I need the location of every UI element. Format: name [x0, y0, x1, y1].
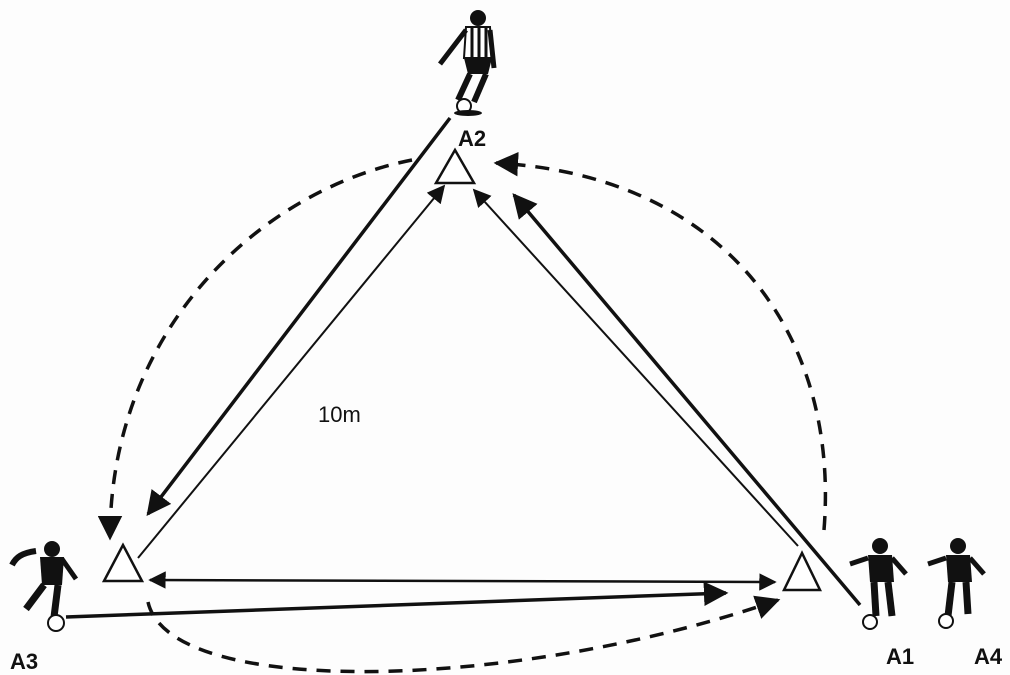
cone-left [101, 542, 145, 583]
pass-arrow-left-right [148, 571, 777, 591]
player-label-a4: A4 [974, 644, 1003, 669]
pass-lines [65, 116, 862, 619]
player-label-a1: A1 [886, 644, 915, 669]
player-a1-figure [849, 538, 908, 630]
distance-label: 10m [318, 402, 361, 427]
player-label-a2: A2 [458, 126, 487, 151]
pass-arrow-left-to-top [137, 184, 446, 559]
run-top-to-left [97, 158, 413, 541]
cone-right [782, 550, 822, 592]
run-paths [97, 151, 828, 674]
run-left-to-right [146, 595, 781, 674]
player-a4-figure [927, 538, 986, 629]
player-label-a3: A3 [10, 649, 39, 674]
pass-arrow-top-to-left [146, 116, 452, 516]
cone-top [433, 147, 477, 185]
cones [101, 147, 822, 592]
player-a2-figure [438, 10, 497, 116]
pass-arrow-a3-to-right [65, 581, 729, 619]
player-a3-figure [9, 541, 79, 632]
pass-arrow-a1-to-top [512, 193, 862, 607]
pass-arrow-right-to-top [472, 188, 799, 547]
run-right-to-top [493, 151, 828, 531]
